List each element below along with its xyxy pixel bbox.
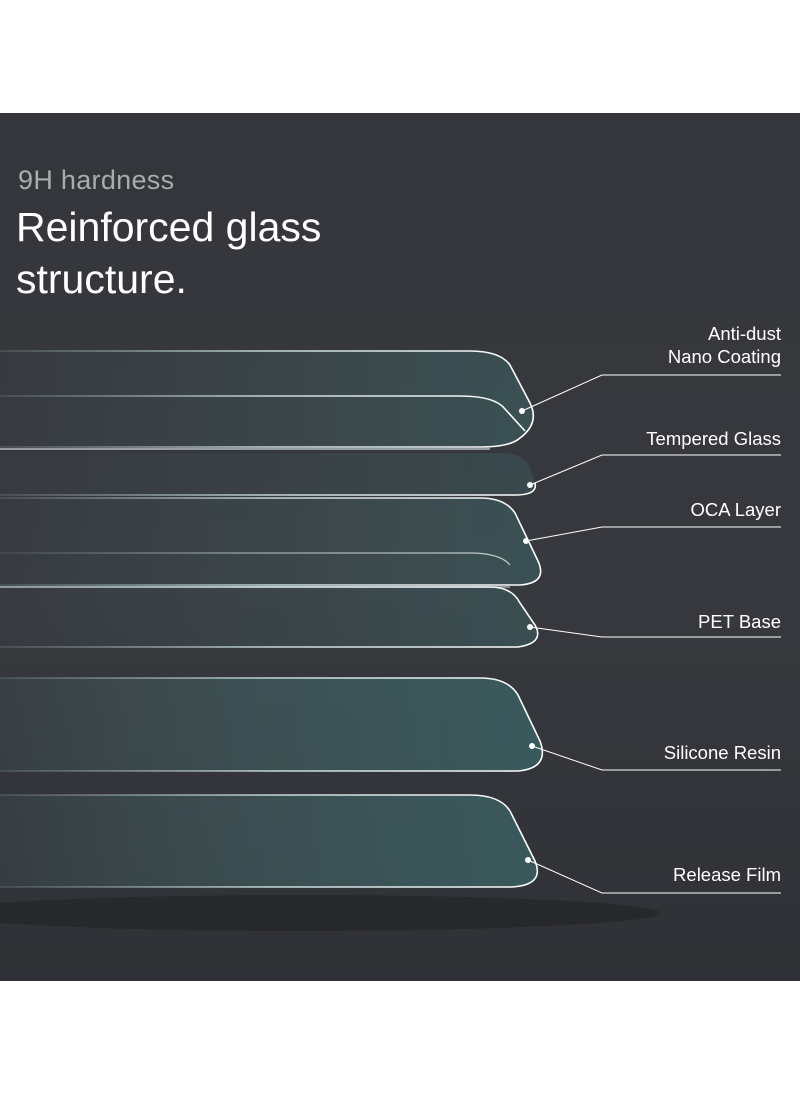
label-tempered-glass: Tempered Glass xyxy=(646,428,781,449)
stack-shadow xyxy=(0,895,660,931)
label-oca-layer: OCA Layer xyxy=(690,499,782,520)
leader-line-nano-coating xyxy=(521,374,781,412)
label-nano-coating: Anti-dust Nano Coating xyxy=(667,323,781,367)
leader-line-pet-base xyxy=(529,626,781,638)
leader-dot-nano-coating xyxy=(519,408,525,414)
layer-stack-diagram xyxy=(0,350,781,931)
layer-silicone-resin-shape xyxy=(0,677,544,772)
label-silicone-resin: Silicone Resin xyxy=(663,742,781,763)
leader-dot-pet-base xyxy=(527,624,533,630)
leader-lines xyxy=(521,374,781,894)
hardness-subtitle: 9H hardness xyxy=(18,165,175,195)
layer-tempered-glass-shape xyxy=(0,350,535,450)
layer-thin-sheet-shape xyxy=(0,453,537,496)
label-pet-base: PET Base xyxy=(698,611,781,632)
leader-dots xyxy=(519,408,535,863)
leader-dot-release-film xyxy=(525,857,531,863)
label-release-film: Release Film xyxy=(673,864,781,885)
layer-release-film-shape xyxy=(0,794,539,888)
layer-oca-shape xyxy=(0,497,542,588)
layer-pet-base-shape xyxy=(0,586,539,648)
leader-dot-oca-layer xyxy=(523,538,529,544)
leader-dot-silicone-resin xyxy=(529,743,535,749)
leader-line-release-film xyxy=(527,859,781,894)
leader-line-oca-layer xyxy=(525,526,781,542)
page-title: Reinforced glass structure. xyxy=(16,204,322,302)
leader-line-tempered-glass xyxy=(529,454,781,486)
diagram-panel: 9H hardness Reinforced glass structure. xyxy=(0,113,800,981)
leader-line-silicone-resin xyxy=(531,745,781,771)
leader-dot-tempered-glass xyxy=(527,482,533,488)
